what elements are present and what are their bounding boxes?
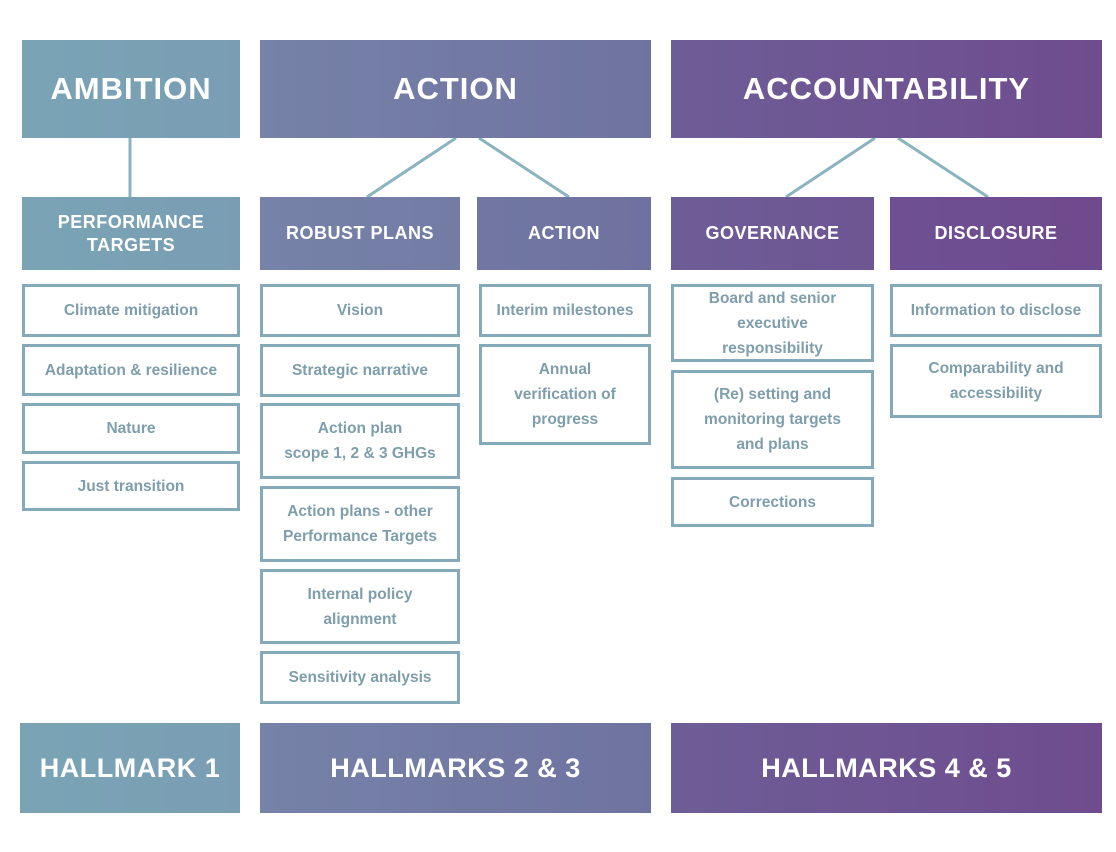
subheader-action: ACTION [477, 197, 651, 270]
item-information-to-disclose: Information to disclose [890, 284, 1102, 337]
subheader-performance-targets-label: PERFORMANCE TARGETS [57, 211, 205, 255]
subheader-performance-targets: PERFORMANCE TARGETS [22, 197, 240, 270]
pillar-accountability: ACCOUNTABILITY [671, 40, 1102, 138]
connector-action-left [366, 136, 457, 199]
item-comparability-accessibility: Comparability and accessibility [890, 344, 1102, 418]
subheader-disclosure: DISCLOSURE [890, 197, 1102, 270]
item-sensitivity-analysis: Sensitivity analysis [260, 651, 460, 704]
subheader-robust-plans: ROBUST PLANS [260, 197, 460, 270]
item-vision: Vision [260, 284, 460, 337]
hallmarks-4-5: HALLMARKS 4 & 5 [671, 723, 1102, 813]
connector-action-right [478, 136, 570, 199]
item-strategic-narrative: Strategic narrative [260, 344, 460, 397]
item-internal-policy-label: Internal policy alignment [307, 585, 413, 628]
item-adaptation-resilience: Adaptation & resilience [22, 344, 240, 396]
connector-accountability-right [897, 136, 989, 199]
item-nature: Nature [22, 403, 240, 454]
item-board-responsibility-label: Board and senior executive responsibilit… [708, 289, 837, 357]
item-action-plan-scope: Action plan scope 1, 2 & 3 GHGs [260, 403, 460, 479]
item-comparability-accessibility-label: Comparability and accessibility [928, 360, 1064, 402]
item-corrections: Corrections [671, 477, 874, 527]
item-annual-verification-label: Annual verification of progress [514, 361, 616, 428]
item-annual-verification: Annual verification of progress [479, 344, 651, 445]
item-setting-monitoring: (Re) setting and monitoring targets and … [671, 370, 874, 469]
item-action-plan-scope-label: Action plan scope 1, 2 & 3 GHGs [284, 420, 436, 462]
item-just-transition: Just transition [22, 461, 240, 511]
hallmarks-2-3: HALLMARKS 2 & 3 [260, 723, 651, 813]
item-climate-mitigation: Climate mitigation [22, 284, 240, 337]
item-action-plans-other-label: Action plans - other Performance Targets [283, 503, 437, 545]
item-interim-milestones: Interim milestones [479, 284, 651, 337]
item-action-plans-other: Action plans - other Performance Targets [260, 486, 460, 562]
item-internal-policy: Internal policy alignment [260, 569, 460, 644]
connector-accountability-left [785, 136, 876, 199]
item-board-responsibility: Board and senior executive responsibilit… [671, 284, 874, 362]
item-setting-monitoring-label: (Re) setting and monitoring targets and … [704, 386, 841, 453]
pillar-action: ACTION [260, 40, 651, 138]
subheader-governance: GOVERNANCE [671, 197, 874, 270]
pillar-ambition: AMBITION [22, 40, 240, 138]
hallmark-1: HALLMARK 1 [20, 723, 240, 813]
